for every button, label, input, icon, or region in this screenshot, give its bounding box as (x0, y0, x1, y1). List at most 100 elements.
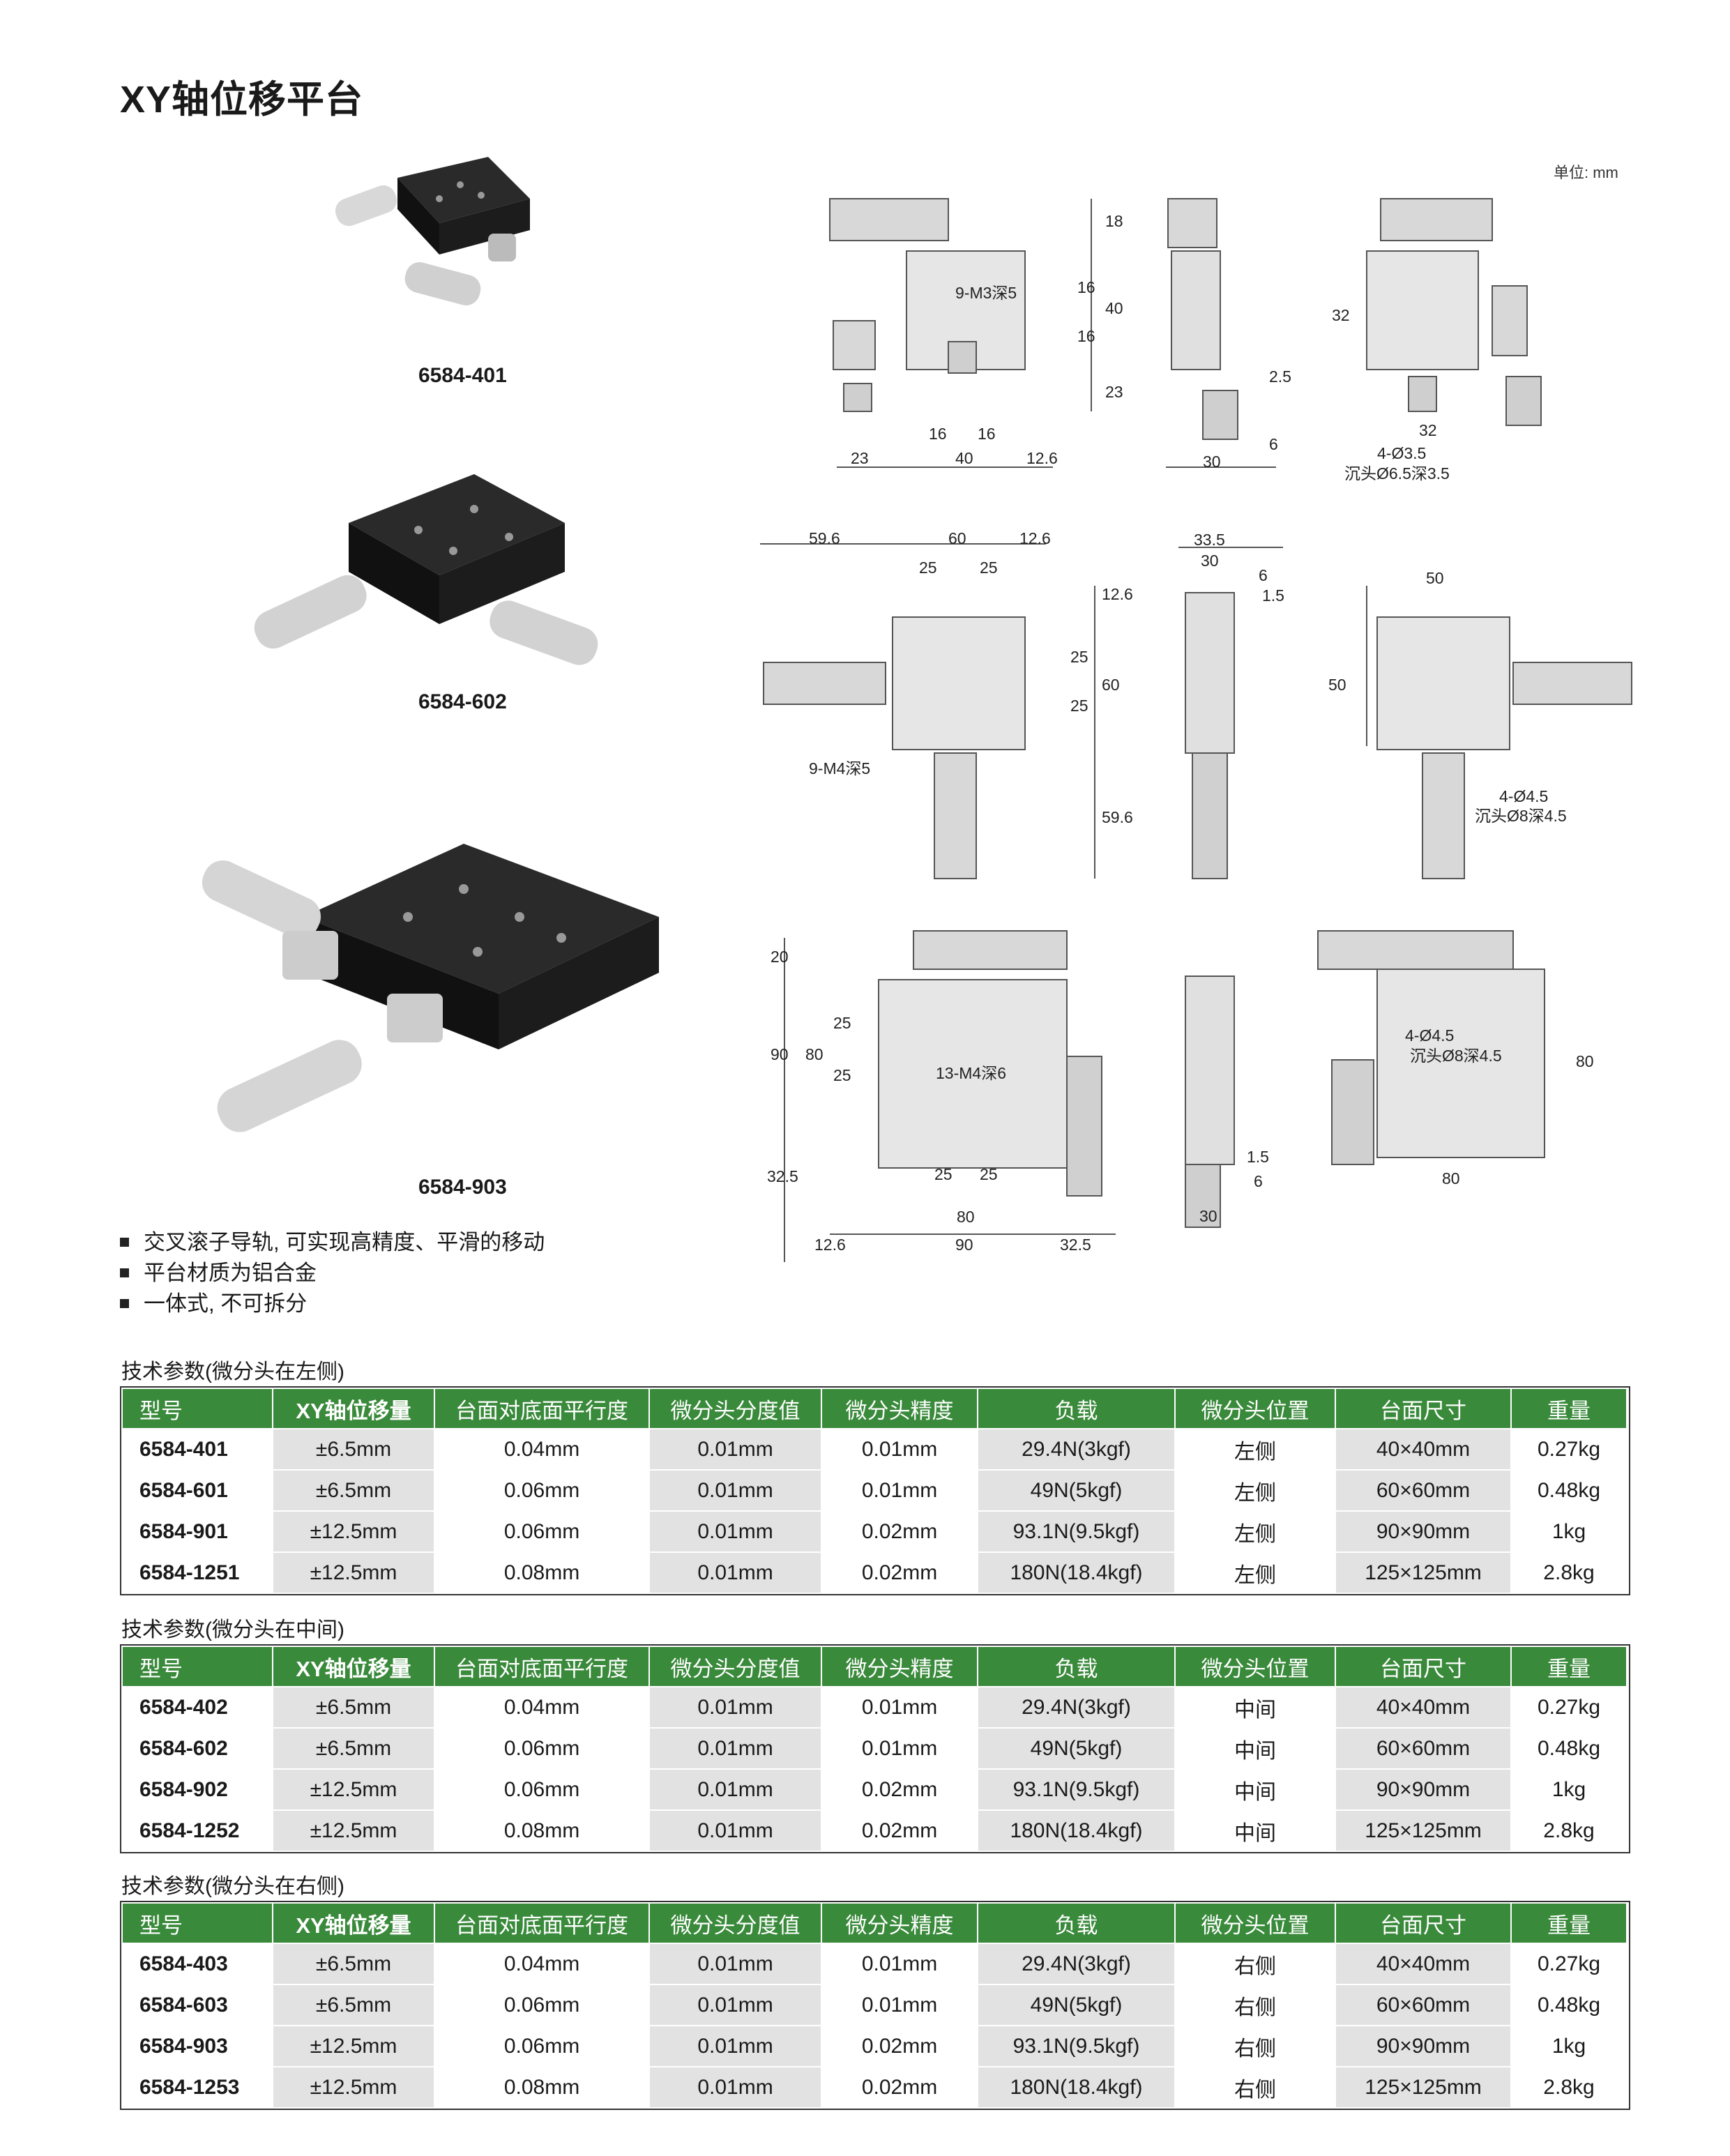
cell: 180N(18.4kgf) (977, 1551, 1176, 1594)
col-header-graduation: 微分头分度值 (648, 1646, 822, 1687)
spec-table-middle: 型号 XY轴位移量 台面对底面平行度 微分头分度值 微分头精度 负载 微分头位置… (121, 1646, 1627, 1852)
cell: 0.06mm (434, 1510, 650, 1553)
dimension-label: 80 (1576, 1052, 1594, 1070)
cell: 0.01mm (648, 2025, 822, 2067)
cell: 0.01mm (821, 1727, 978, 1770)
dimension-label: 18 (1105, 212, 1123, 230)
cell: 125×125mm (1335, 2066, 1512, 2109)
dimension-label: 25 (833, 1014, 851, 1032)
dimension-label: 9-M3深5 (955, 284, 1017, 302)
cell: 6584-1251 (121, 1551, 273, 1594)
cell: 左侧 (1174, 1469, 1336, 1512)
dimension-label: 4-Ø4.5 (1405, 1026, 1454, 1045)
cell: 0.01mm (648, 1727, 822, 1770)
unit-label: 单位: mm (1554, 164, 1618, 181)
cell: 0.01mm (821, 1984, 978, 2026)
dimension-label: 1.5 (1247, 1148, 1269, 1166)
cell: 6584-402 (121, 1686, 273, 1729)
cell: 0.27kg (1510, 1428, 1627, 1471)
cell: 93.1N(9.5kgf) (977, 1510, 1176, 1553)
col-header-table-size: 台面尺寸 (1335, 1646, 1512, 1687)
cell: 0.01mm (648, 2066, 822, 2109)
dimension-label: 25 (1070, 697, 1088, 715)
dimension-label: 30 (1199, 1207, 1217, 1225)
cell: 0.01mm (648, 1469, 822, 1512)
dimension-label: 80 (1442, 1169, 1460, 1187)
cell: 0.01mm (821, 1686, 978, 1729)
cell: 1kg (1510, 1768, 1627, 1811)
dimension-label: 16 (978, 425, 996, 443)
dimension-label: 9-M4深5 (809, 759, 870, 777)
col-header-travel: XY轴位移量 (272, 1646, 435, 1687)
col-header-travel: XY轴位移量 (272, 1902, 435, 1944)
dimension-label: 60 (1102, 676, 1120, 694)
dimension-label: 25 (980, 1165, 998, 1183)
cell: 0.02mm (821, 1768, 978, 1811)
col-header-accuracy: 微分头精度 (821, 1646, 978, 1687)
cell: 0.01mm (648, 1428, 822, 1471)
cell: 0.06mm (434, 1727, 650, 1770)
cell: ±12.5mm (272, 1768, 435, 1811)
col-header-load: 负载 (977, 1646, 1176, 1687)
page-title: XY轴位移平台 (120, 79, 364, 121)
cell: 29.4N(3kgf) (977, 1943, 1176, 1985)
cell: 90×90mm (1335, 1510, 1512, 1553)
col-header-parallelism: 台面对底面平行度 (434, 1902, 650, 1944)
cell: 0.01mm (821, 1428, 978, 1471)
dimension-label: 12.6 (1019, 529, 1051, 547)
cell: ±12.5mm (272, 1809, 435, 1852)
cell: 0.04mm (434, 1943, 650, 1985)
table-frame (120, 1386, 1630, 1595)
cell: 左侧 (1174, 1551, 1336, 1594)
dimension-label: 50 (1426, 569, 1444, 587)
dimension-label: 40 (955, 449, 973, 467)
cell: 2.8kg (1510, 1809, 1627, 1852)
cell: 中间 (1174, 1727, 1336, 1770)
cell: 0.04mm (434, 1428, 650, 1471)
cell: ±12.5mm (272, 2066, 435, 2109)
cell: 中间 (1174, 1686, 1336, 1729)
cell: 180N(18.4kgf) (977, 1809, 1176, 1852)
cell: 93.1N(9.5kgf) (977, 1768, 1176, 1811)
table-frame (120, 1901, 1630, 2110)
cell: 右侧 (1174, 1984, 1336, 2026)
cell: ±6.5mm (272, 1686, 435, 1729)
cell: 6584-902 (121, 1768, 273, 1811)
cell: ±6.5mm (272, 1469, 435, 1512)
cell: 40×40mm (1335, 1943, 1512, 1985)
cell: 0.02mm (821, 1809, 978, 1852)
cell: 0.02mm (821, 1551, 978, 1594)
cell: 125×125mm (1335, 1809, 1512, 1852)
col-header-parallelism: 台面对底面平行度 (434, 1646, 650, 1687)
cell: 0.01mm (821, 1943, 978, 1985)
spec-table-left: 型号 XY轴位移量 台面对底面平行度 微分头分度值 微分头精度 负载 微分头位置… (121, 1388, 1627, 1594)
cell: 0.01mm (648, 1768, 822, 1811)
dimension-label: 25 (919, 559, 937, 577)
cell: 0.01mm (648, 1686, 822, 1729)
cell: 0.27kg (1510, 1686, 1627, 1729)
cell: 右侧 (1174, 1943, 1336, 1985)
col-header-load: 负载 (977, 1388, 1176, 1429)
product-label: 6584-401 (418, 364, 507, 387)
cell: 49N(5kgf) (977, 1984, 1176, 2026)
cell: 左侧 (1174, 1428, 1336, 1471)
cell: ±12.5mm (272, 1551, 435, 1594)
cell: 右侧 (1174, 2025, 1336, 2067)
cell: 0.02mm (821, 1510, 978, 1553)
cell: 0.01mm (648, 1943, 822, 1985)
cell: ±6.5mm (272, 1727, 435, 1770)
dimension-label: 23 (1105, 383, 1123, 401)
dimension-label: 30 (1201, 552, 1219, 570)
cell: 0.48kg (1510, 1984, 1627, 2026)
product-label: 6584-903 (418, 1176, 507, 1199)
product-photo-401 (335, 157, 530, 305)
dimension-label: 1.5 (1262, 586, 1284, 605)
dimension-label: 4-Ø4.5 (1499, 787, 1548, 805)
dimension-label: 沉头Ø8深4.5 (1475, 807, 1567, 825)
col-header-accuracy: 微分头精度 (821, 1388, 978, 1429)
dimension-label: 25 (980, 559, 998, 577)
feature-list: 交叉滚子导轨, 可实现高精度、平滑的移动 平台材质为铝合金 一体式, 不可拆分 (120, 1227, 545, 1319)
